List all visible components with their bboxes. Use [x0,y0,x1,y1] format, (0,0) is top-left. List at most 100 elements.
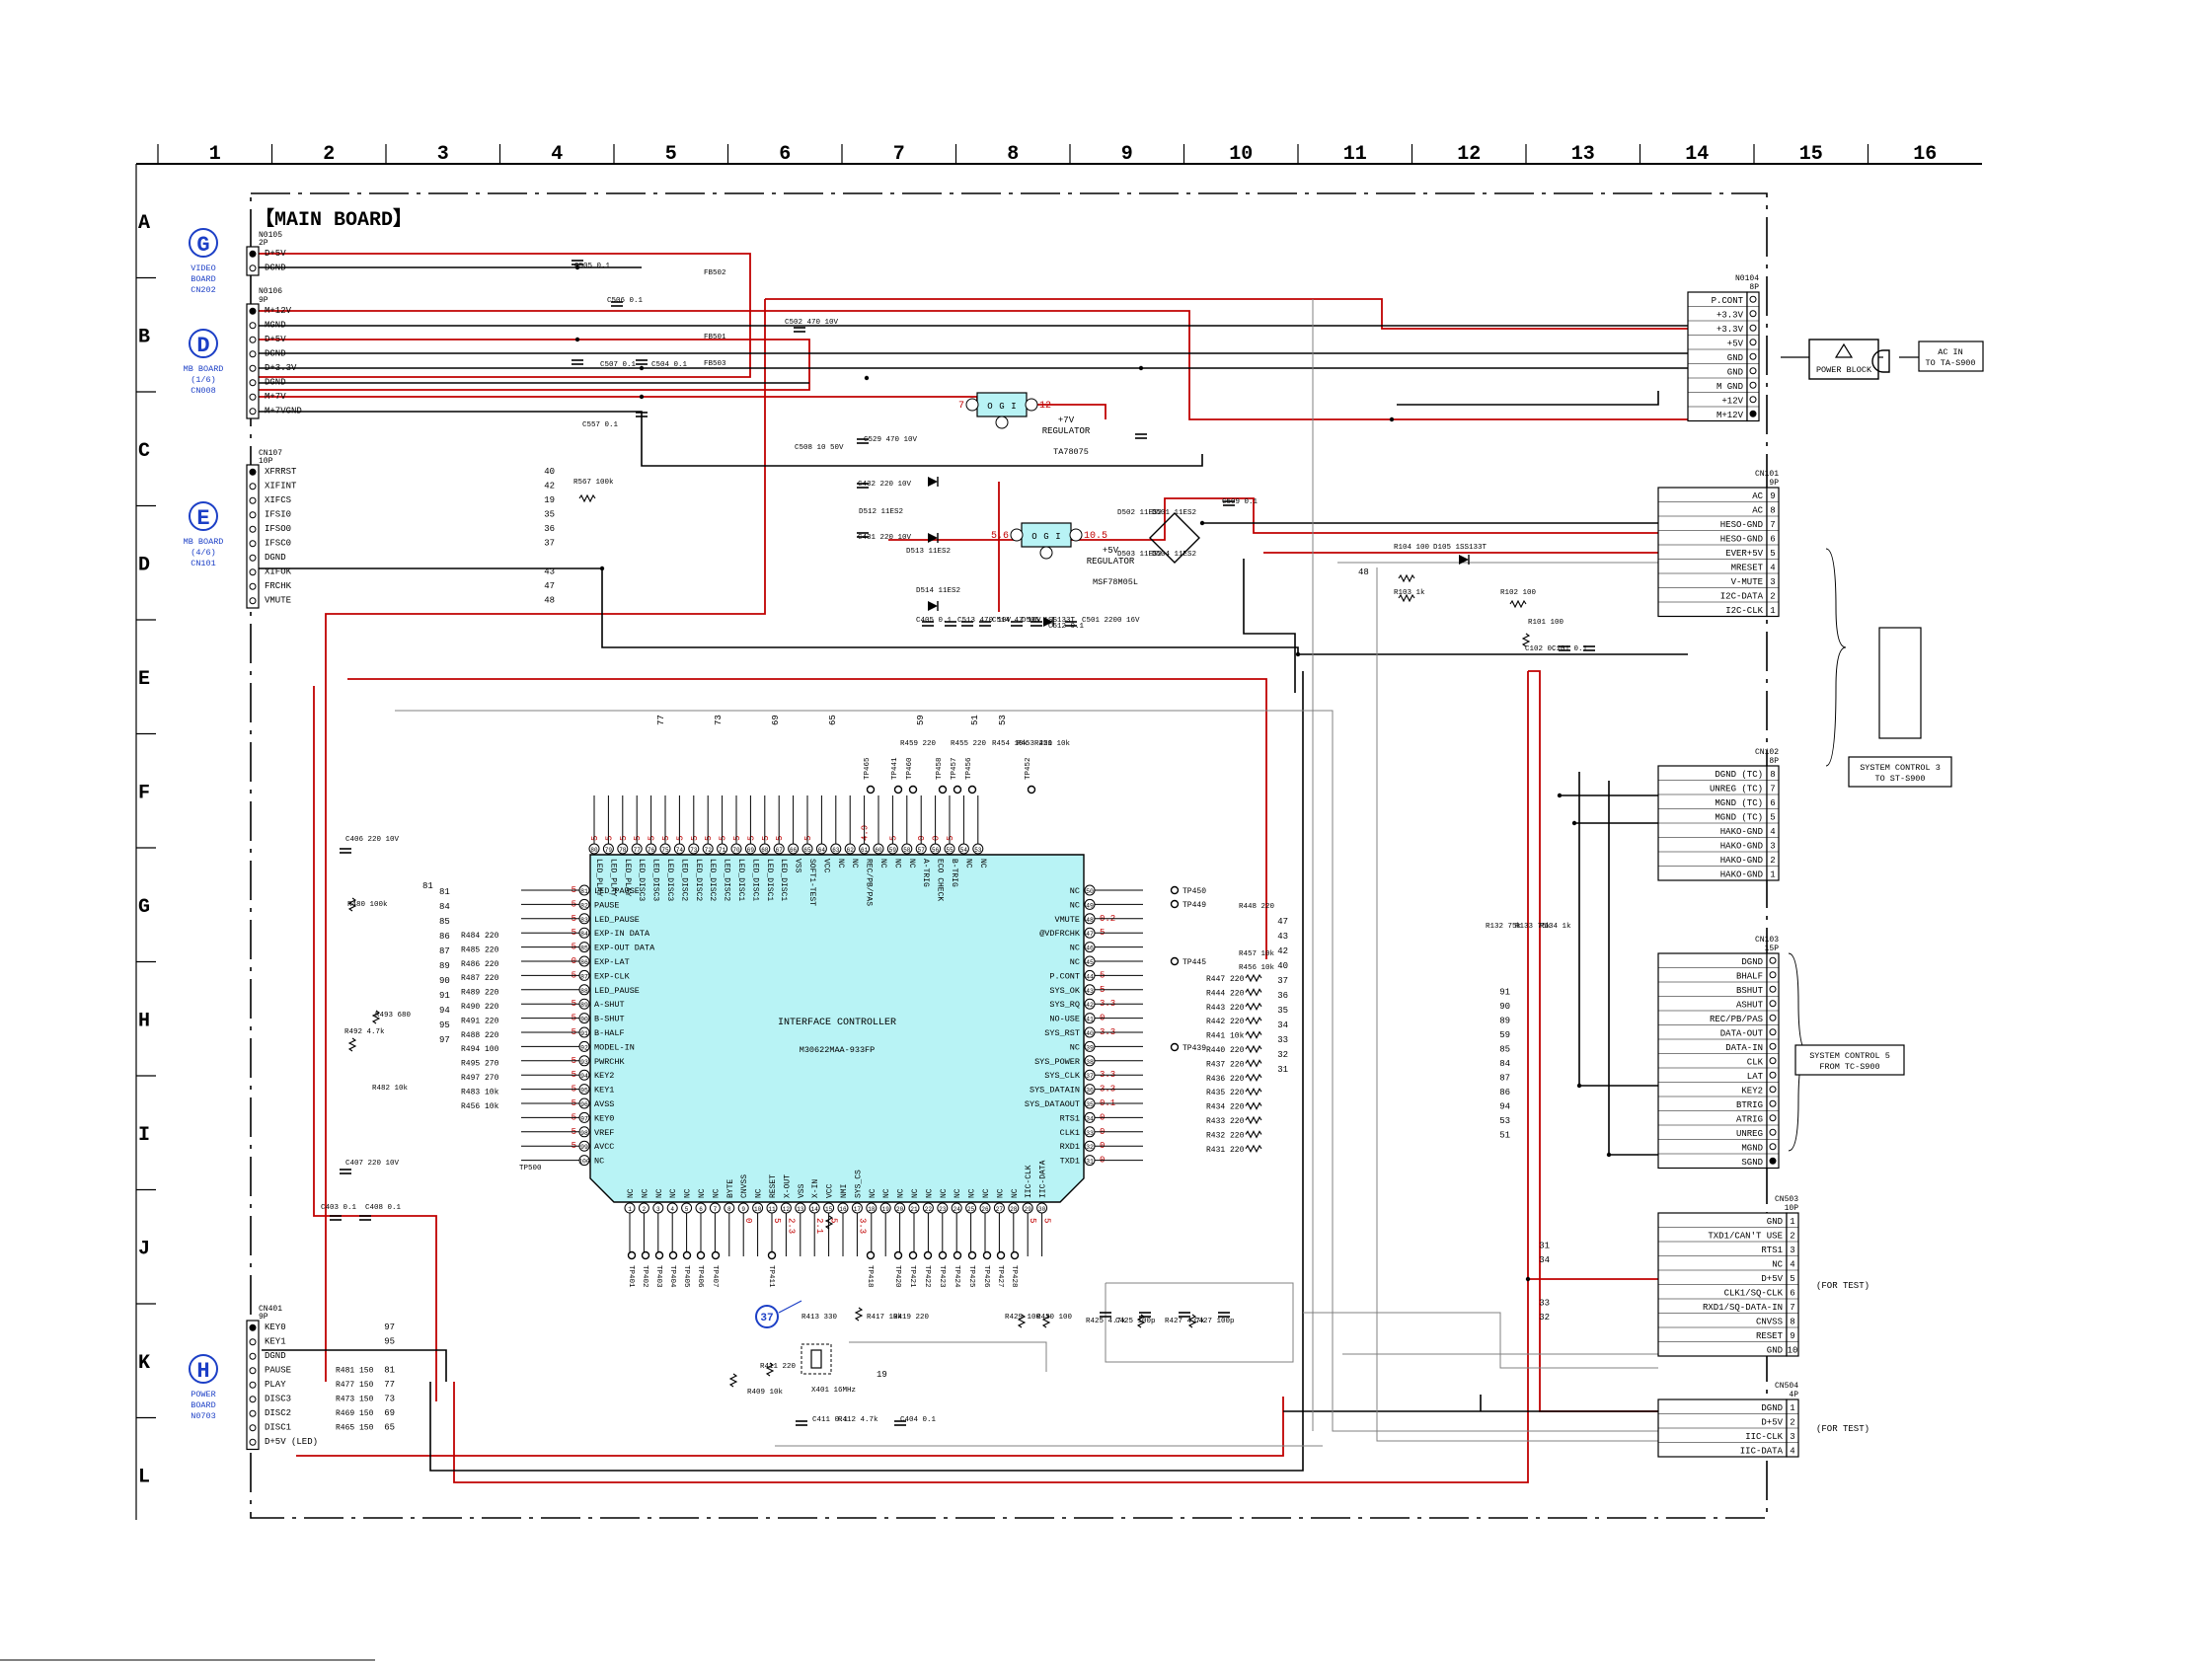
test-point [1027,785,1036,794]
ic-pin-name: NC [963,859,972,869]
ic-pin-name: NC [953,1188,962,1198]
net-number: 34 [1539,1255,1550,1265]
regulator-pin [1025,398,1038,412]
ic-pin-name: NC [627,1188,636,1198]
ic-pin-number: 42 [1086,1002,1094,1009]
component-label: C411 0.1 [812,1416,849,1424]
connector-pin-label: MRESET [1731,563,1764,572]
voltage-label: 10.5 [1084,531,1107,542]
connector-pin [249,483,257,491]
net-number: 90 [439,976,450,986]
grid-column-label: 6 [779,143,791,166]
component-label: R459 220 [900,740,937,748]
connector-pin [1749,339,1757,346]
connector-pin [1769,1086,1777,1094]
connector-pin-number: 3 [1790,1432,1794,1442]
ic-pin-number: 85 [580,945,588,952]
ic-pin-number: 49 [1086,902,1094,909]
connector-pin-label: D+5V [265,335,286,344]
regulator-pin [965,398,979,412]
ic-pin-number: 12 [783,1206,791,1213]
ac-in-label: AC IN [1938,347,1963,357]
connector-pin-label: BSHUT [1736,986,1764,996]
connector-pin-number: 8 [1770,770,1775,780]
connector-pin-label: DATA-OUT [1720,1028,1764,1038]
resistor [854,1307,864,1322]
ic-pin-name: NC [882,1188,891,1198]
connector-pin-label: D+5V [1761,1417,1783,1427]
ic-pin-number: 70 [732,847,740,854]
net-number: 40 [1277,961,1288,971]
connector-pin-label: CNVSS [1756,1317,1783,1326]
ic-pin-name: LED_DISC1 [750,859,759,901]
ic-pin-name: LED_PLAY [594,859,603,897]
ic-pin-number: 82 [580,902,588,909]
ic-pin-name: ECO CHECK [936,859,945,901]
resistor [1017,1314,1027,1328]
ic-pin-name: SYS_DATAOUT [1025,1099,1080,1109]
grid-row-label: J [138,1238,150,1260]
capacitor [1139,1312,1151,1318]
ic-pin-name: NC [911,1188,920,1198]
voltage-label: 0 [743,1218,753,1223]
component-label: R429 100 [1005,1314,1041,1322]
connector-pin-tabs [246,464,260,609]
resistor [1245,1144,1262,1154]
grid-row-label: L [138,1466,150,1488]
test-point-label: TP425 [967,1265,975,1288]
connector-pin-label: HAKO-GND [1720,856,1763,866]
signal-wire [259,411,1203,467]
component-label: R451 10k [1034,740,1071,748]
connector-pin-label: HAKO-GND [1720,869,1763,879]
capacitor [922,621,934,627]
ic-pin-number: 81 [580,888,588,895]
connector-pin-label: DGND [1761,1403,1783,1413]
connector-pin-number: 1 [1790,1403,1794,1413]
ic-pin-number: 21 [910,1206,918,1213]
ic-pin-name: B-TRIG [950,859,958,887]
ic-pin-name: A-TRIG [921,859,930,887]
ic-pin-name: SYS_CS [854,1170,863,1198]
connector-pin-number: 8 [1790,1317,1794,1326]
ic-pin-number: 58 [903,847,911,854]
ic-pin-name: NC [594,1157,604,1167]
ic-pin-name: B-SHUT [594,1015,625,1024]
ic-pin-number: 73 [690,847,698,854]
test-point [996,1250,1006,1260]
ic-pin-name: NC [1070,900,1080,910]
resistor-label: R488 220 [461,1031,499,1040]
connector-pin-count: 8P [1769,757,1779,766]
component-label: R409 10k [747,1389,784,1397]
voltage-label: 0 [932,836,942,841]
ic-pin-number: 23 [939,1206,947,1213]
ic-pin-number: 18 [868,1206,876,1213]
net-number: 97 [439,1035,450,1045]
net-number: 94 [1499,1102,1510,1112]
ic-pin-name: KEY2 [594,1071,614,1081]
resistor [1187,1314,1197,1328]
test-point [696,1250,706,1260]
connector-pin [249,1381,257,1389]
connector-pin-label: I2C-CLK [1725,606,1763,616]
grid-column-label: 9 [1121,143,1133,166]
grid-column-label: 15 [1799,143,1823,166]
connector-pin [1769,1143,1777,1151]
component-label: D504 11ES2 [1152,551,1196,559]
net-number: 77 [384,1380,395,1390]
ic-pin-number: 68 [761,847,769,854]
ic-pin-number: 13 [797,1206,804,1213]
connector-ref: CN103 [1755,936,1779,945]
signal-wire [1608,781,1658,1156]
ic-pin-name: NC [655,1188,664,1198]
voltage-label: 0 [917,836,927,841]
ic-pin-name: PWRCHK [594,1057,626,1067]
aux-wire [1376,567,1658,1442]
test-point [1170,899,1180,909]
junction-dot [1576,1083,1582,1089]
off-sheet-link-badge [189,228,218,258]
connector-pin [1769,1157,1777,1165]
ic-pin-name: VCC [826,1183,835,1198]
connector-pin [249,1396,257,1403]
